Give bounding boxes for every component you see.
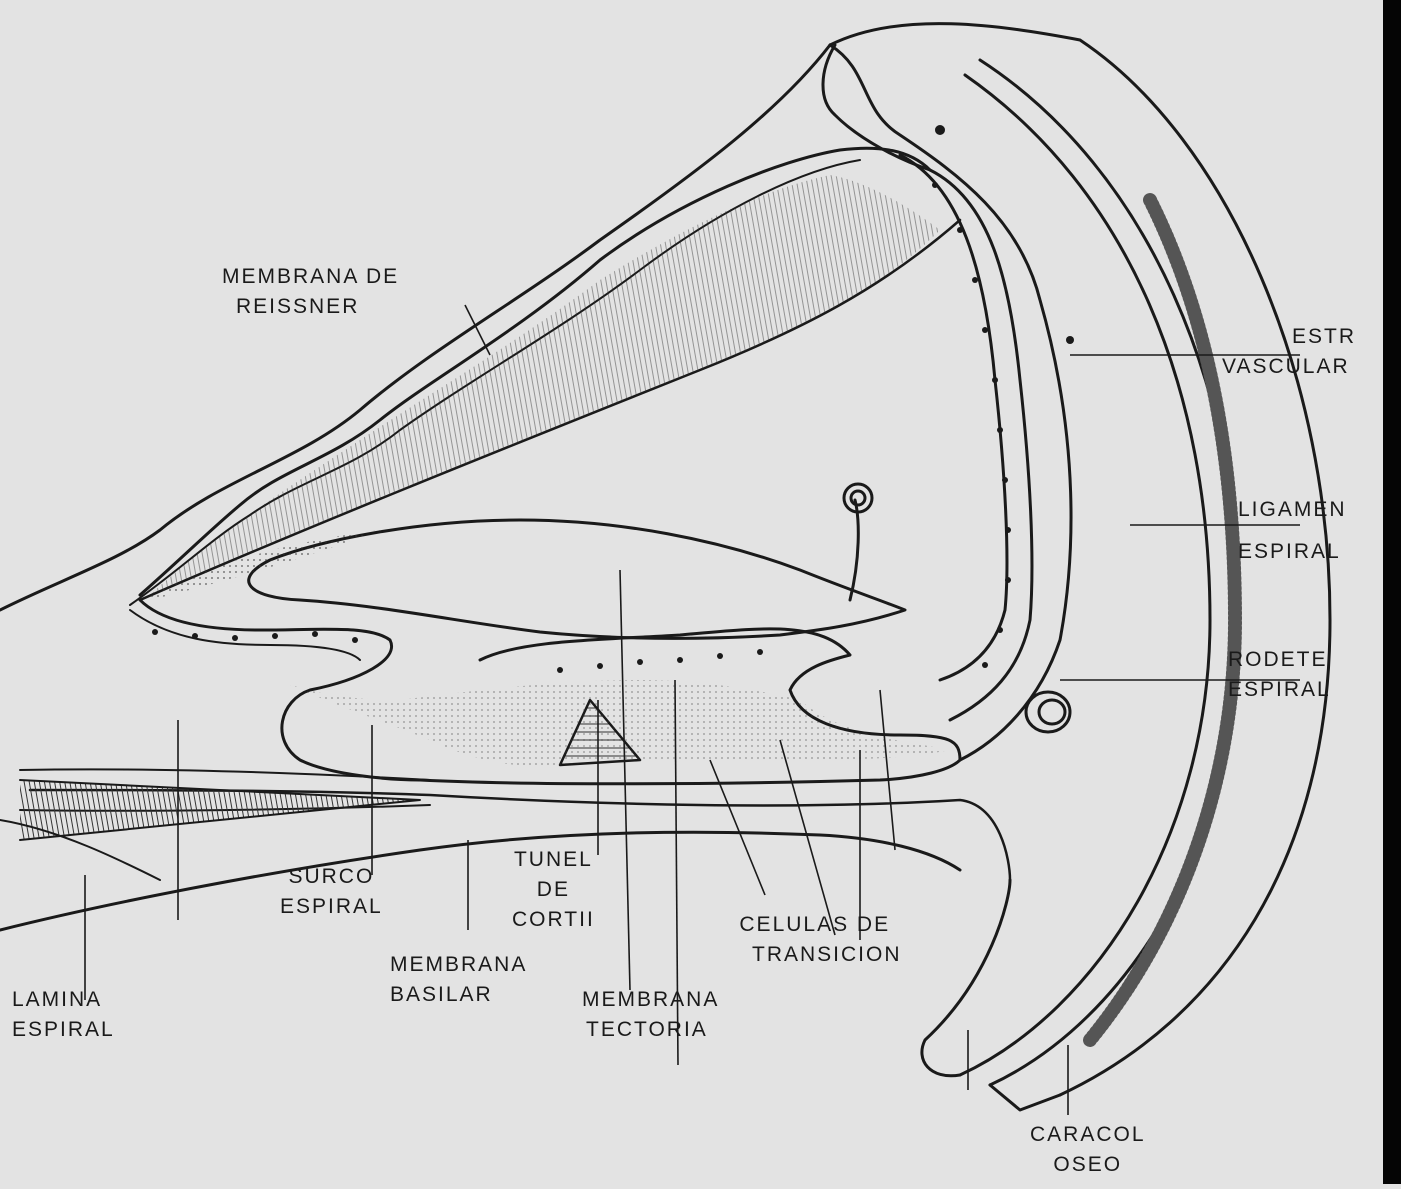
label-tunel-corti-line3: CORTII bbox=[512, 905, 595, 935]
label-surco-espiral-line1: SURCO bbox=[280, 862, 383, 892]
label-membrana-tectoria-line1: MEMBRANA bbox=[582, 985, 719, 1015]
label-tunel-corti: TUNEL DE CORTII bbox=[512, 845, 595, 935]
label-lamina-espiral-line2: ESPIRAL bbox=[12, 1015, 115, 1045]
label-tunel-corti-line2: DE bbox=[512, 875, 595, 905]
label-surco-espiral-line2: ESPIRAL bbox=[280, 892, 383, 922]
label-membrana-tectoria-line2: TECTORIA bbox=[582, 1015, 719, 1045]
label-ligamento-espiral-line1: LIGAMEN bbox=[1238, 495, 1347, 525]
label-estria-vascular-1: ESTR bbox=[1292, 322, 1356, 352]
label-estria-vascular-line2: VASCULAR bbox=[1222, 352, 1350, 382]
label-lamina-espiral-line1: LAMINA bbox=[12, 985, 115, 1015]
label-ligamento-espiral: LIGAMEN ESPIRAL bbox=[1238, 495, 1347, 567]
label-membrana-basilar-line2: BASILAR bbox=[390, 980, 527, 1010]
label-celulas-transicion-line2: TRANSICION bbox=[752, 940, 902, 970]
label-membrana-basilar: MEMBRANA BASILAR bbox=[390, 950, 527, 1010]
label-caracol-oseo-line1: CARACOL bbox=[1030, 1120, 1146, 1150]
label-membrana-reissner-line1: MEMBRANA DE bbox=[222, 262, 399, 292]
basilar-membrane bbox=[420, 760, 960, 784]
spiral-lamina bbox=[20, 780, 420, 840]
label-celulas-transicion-line1: CELULAS DE bbox=[728, 910, 902, 940]
scan-dark-edge bbox=[1383, 0, 1401, 1184]
label-membrana-tectoria: MEMBRANA TECTORIA bbox=[582, 985, 719, 1045]
label-membrana-basilar-line1: MEMBRANA bbox=[390, 950, 527, 980]
label-estria-vascular-line1: ESTR bbox=[1292, 322, 1356, 352]
label-caracol-oseo: CARACOL OSEO bbox=[1030, 1120, 1146, 1180]
label-surco-espiral: SURCO ESPIRAL bbox=[280, 862, 383, 922]
label-rodete-espiral-line1: RODETE bbox=[1228, 645, 1331, 675]
bony-wall-band-inner bbox=[960, 75, 1210, 1075]
label-caracol-oseo-line2: OSEO bbox=[1030, 1150, 1146, 1180]
stria-vascularis bbox=[930, 170, 1032, 720]
inner-sulcus bbox=[140, 600, 420, 780]
label-celulas-transicion: CELULAS DE TRANSICION bbox=[728, 910, 902, 970]
label-estria-vascular-2: VASCULAR bbox=[1222, 352, 1350, 382]
label-rodete-espiral-line2: ESPIRAL bbox=[1228, 675, 1331, 705]
label-membrana-reissner-line2: REISSNER bbox=[222, 292, 399, 322]
label-membrana-reissner: MEMBRANA DE REISSNER bbox=[222, 262, 399, 322]
bony-wall-band-outer bbox=[980, 60, 1240, 1085]
bony-wall-end bbox=[922, 880, 1010, 1076]
label-ligamento-espiral-line2: ESPIRAL bbox=[1238, 537, 1347, 567]
spiral-ligament-boundary bbox=[830, 45, 1071, 760]
label-tunel-corti-line1: TUNEL bbox=[512, 845, 595, 875]
label-lamina-espiral: LAMINA ESPIRAL bbox=[12, 985, 115, 1045]
label-rodete-espiral: RODETE ESPIRAL bbox=[1228, 645, 1331, 705]
